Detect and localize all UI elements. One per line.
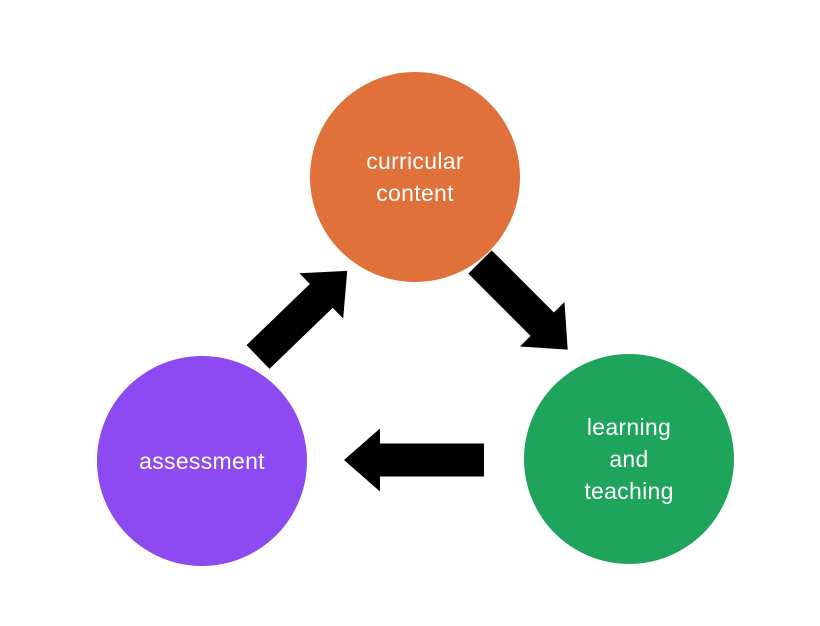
node-learning-and-teaching-label: learning and teaching	[584, 413, 674, 505]
arrow-content-to-teaching-icon	[468, 250, 568, 350]
arrow-assessment-to-content-icon	[246, 270, 348, 369]
node-learning-and-teaching: learning and teaching	[524, 354, 734, 564]
node-assessment-label: assessment	[139, 447, 265, 474]
arrow-teaching-to-assessment-icon	[344, 428, 484, 492]
node-curricular-content: curricular content	[310, 72, 520, 282]
node-assessment: assessment	[97, 356, 307, 566]
node-curricular-content-label: curricular content	[366, 147, 464, 206]
